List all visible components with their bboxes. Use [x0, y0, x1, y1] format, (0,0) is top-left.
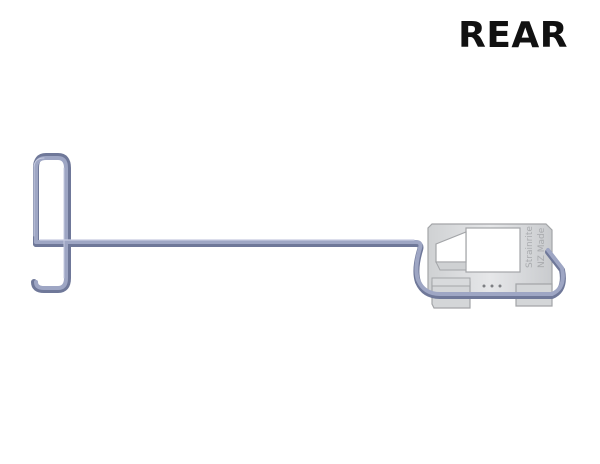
emboss-text-brand: Strainrite — [525, 226, 535, 268]
wire-hook — [31, 153, 566, 299]
view-label: REAR — [458, 15, 568, 56]
emboss-text-origin: NZ Made — [537, 227, 547, 268]
clip-front-band — [431, 277, 471, 287]
